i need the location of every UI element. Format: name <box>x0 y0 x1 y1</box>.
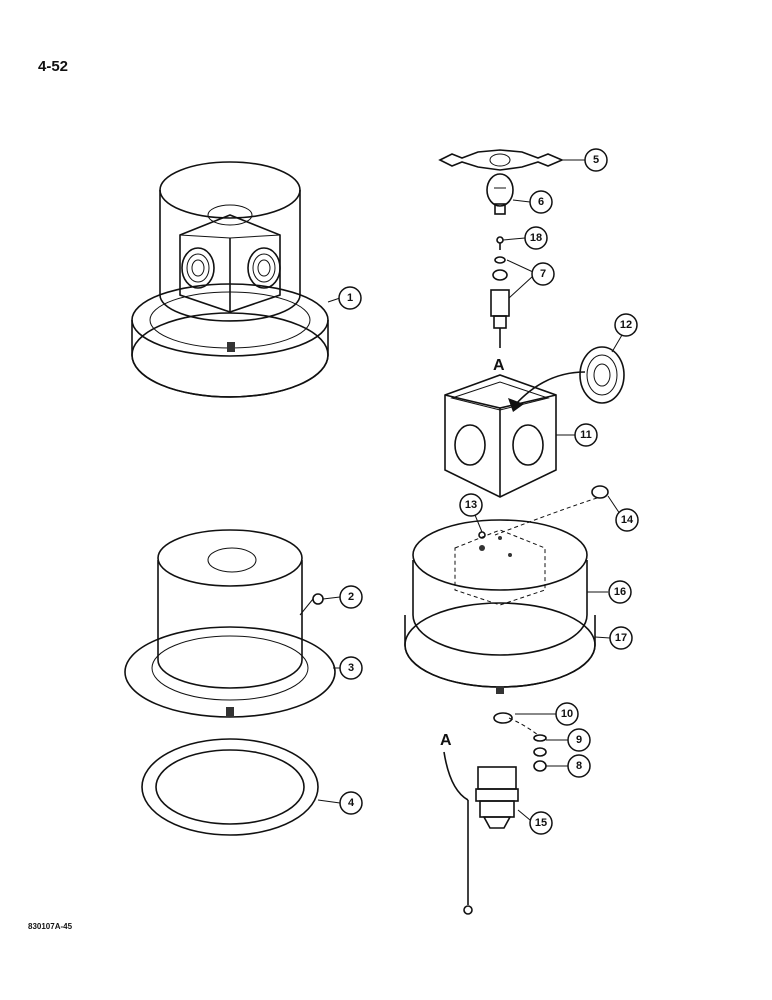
svg-text:6: 6 <box>538 196 544 208</box>
lamp-reflector-right <box>247 247 281 289</box>
svg-text:17: 17 <box>615 632 627 644</box>
svg-text:13: 13 <box>465 499 477 511</box>
callout-12: 12 <box>614 313 638 337</box>
callout-17: 17 <box>609 626 633 650</box>
callout-8: 8 <box>567 754 591 778</box>
svg-text:15: 15 <box>535 817 547 829</box>
socket-assembly <box>490 256 510 348</box>
connector-label-top: A <box>493 357 505 374</box>
callout-2: 2 <box>339 585 363 609</box>
grommet-hardware <box>493 712 547 772</box>
callout-7: 7 <box>531 262 555 286</box>
callout-4: 4 <box>339 791 363 815</box>
svg-text:12: 12 <box>620 319 632 331</box>
page-number: 4-52 <box>38 58 69 75</box>
leader-lines <box>317 159 623 821</box>
svg-text:3: 3 <box>348 662 354 674</box>
svg-text:16: 16 <box>614 586 626 598</box>
svg-text:18: 18 <box>530 232 542 244</box>
figure-code: 830107A-45 <box>28 922 73 931</box>
callout-6: 6 <box>529 190 553 214</box>
callout-5: 5 <box>584 148 608 172</box>
callout-18: 18 <box>524 226 548 250</box>
beacon-assembly <box>131 161 329 398</box>
svg-text:5: 5 <box>593 154 599 166</box>
callout-3: 3 <box>339 656 363 680</box>
callout-1: 1 <box>338 286 362 310</box>
callout-16: 16 <box>608 580 632 604</box>
gasket-ring <box>141 738 319 836</box>
callout-11: 11 <box>574 423 598 447</box>
callout-15: 15 <box>529 811 553 835</box>
callout-10: 10 <box>555 702 579 726</box>
wrench-tool <box>438 149 565 171</box>
connector-label-bottom: A <box>440 732 452 749</box>
svg-text:4: 4 <box>348 797 355 809</box>
motor-assembly <box>443 751 519 915</box>
callout-13: 13 <box>459 493 483 517</box>
mounting-nut-top <box>494 485 609 536</box>
svg-text:7: 7 <box>540 268 546 280</box>
svg-text:1: 1 <box>347 292 353 304</box>
svg-text:14: 14 <box>621 514 634 526</box>
beacon-base <box>404 519 596 694</box>
svg-text:9: 9 <box>576 734 582 746</box>
callout-9: 9 <box>567 728 591 752</box>
svg-text:8: 8 <box>576 760 582 772</box>
callout-14: 14 <box>615 508 639 532</box>
reflector-box <box>444 371 586 498</box>
svg-text:2: 2 <box>348 591 354 603</box>
lamp-reflector-left <box>181 247 215 289</box>
svg-text:10: 10 <box>561 708 573 720</box>
lens-screw <box>299 593 324 616</box>
halogen-bulb <box>486 173 514 215</box>
dome-lens <box>124 529 336 718</box>
reflector-cup <box>579 346 625 404</box>
svg-text:11: 11 <box>580 429 592 441</box>
bulb-screw <box>496 236 504 250</box>
